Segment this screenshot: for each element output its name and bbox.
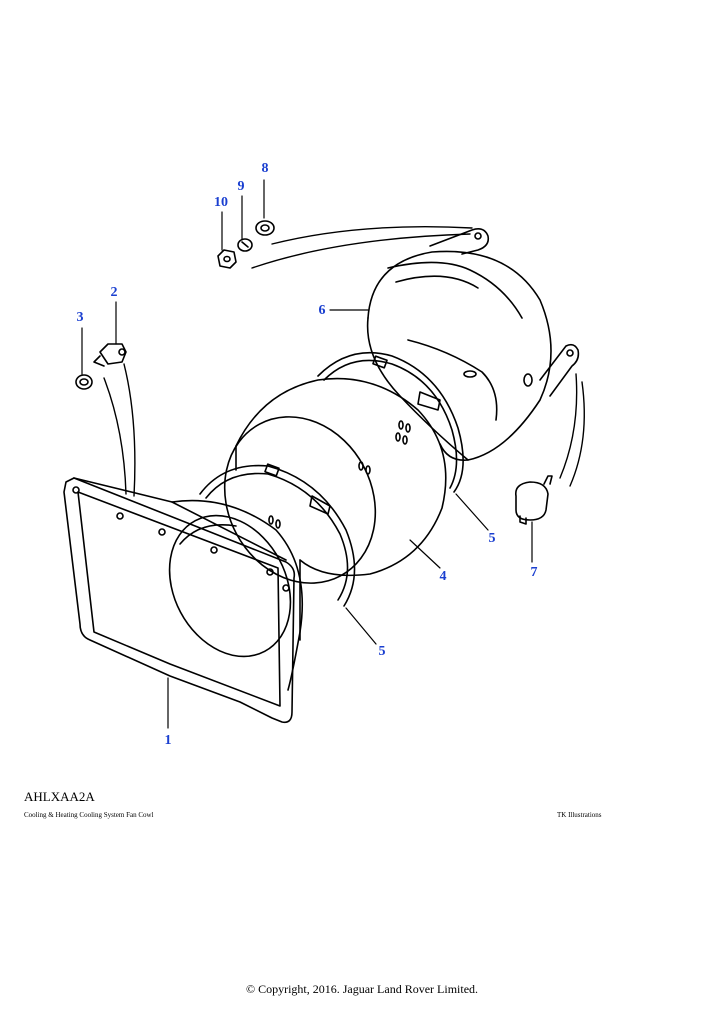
callout-5-upper: 5 bbox=[488, 531, 496, 546]
diagram-caption: Cooling & Heating Cooling System Fan Cow… bbox=[24, 811, 154, 819]
mount-part-7 bbox=[514, 475, 553, 525]
nut-part-10 bbox=[217, 249, 237, 269]
spring-washer-part-9 bbox=[237, 238, 253, 252]
sleeve-part-4 bbox=[223, 377, 447, 584]
callout-9: 9 bbox=[237, 179, 245, 194]
copyright-notice: © Copyright, 2016. Jaguar Land Rover Lim… bbox=[245, 982, 479, 996]
callout-2: 2 bbox=[110, 285, 118, 300]
fan-cowl-part-1 bbox=[63, 477, 303, 724]
shroud-part-6 bbox=[366, 228, 580, 461]
callout-1: 1 bbox=[164, 733, 172, 748]
callout-leaders bbox=[81, 179, 533, 729]
nut-part-3 bbox=[75, 374, 93, 390]
callout-6: 6 bbox=[318, 303, 326, 318]
callout-7: 7 bbox=[530, 565, 538, 580]
clamp-band-lower bbox=[199, 463, 356, 607]
callout-8: 8 bbox=[261, 161, 269, 176]
diagram-reference-code: AHLXAA2A bbox=[24, 789, 95, 804]
callout-4: 4 bbox=[439, 569, 447, 584]
fastener-part-2 bbox=[93, 343, 127, 367]
callout-3: 3 bbox=[76, 310, 84, 325]
illustrator-credit: TK Illustrations bbox=[557, 811, 602, 819]
callout-10: 10 bbox=[214, 195, 228, 210]
callout-5-lower: 5 bbox=[378, 644, 386, 659]
washer-part-8 bbox=[255, 220, 275, 236]
assembly-guide-lines bbox=[103, 226, 585, 497]
clamp-band-upper bbox=[317, 351, 464, 493]
